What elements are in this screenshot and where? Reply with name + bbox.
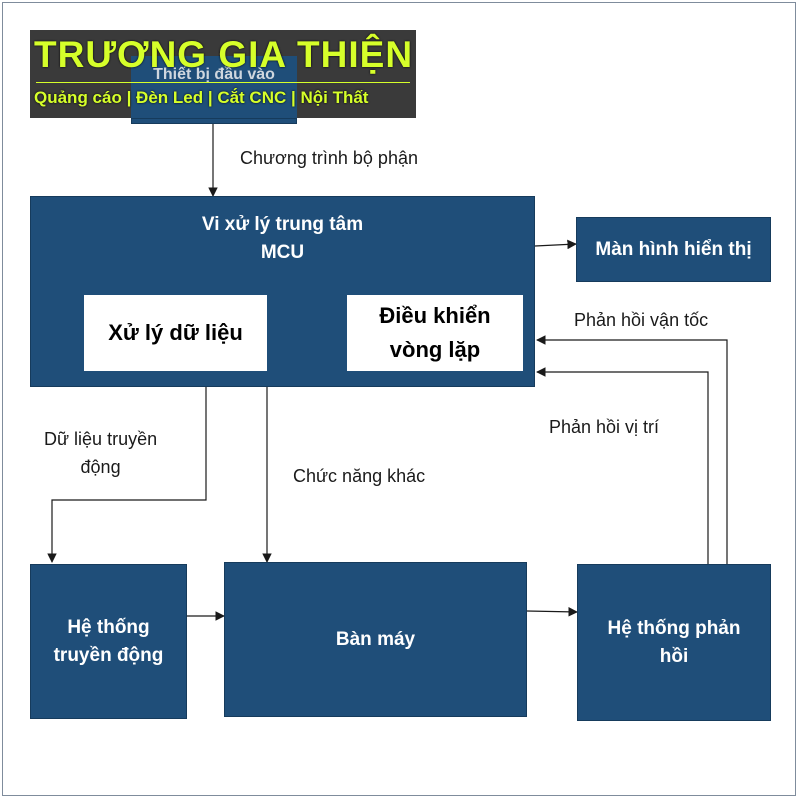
label-position-feedback: Phản hồi vị trí [549, 417, 660, 437]
mcu-subtitle: MCU [260, 242, 305, 263]
input-device-box-bottom [131, 118, 297, 124]
loop-control-box: Điều khiển vòng lặp [347, 295, 523, 371]
mcu-title: Vi xử lý trung tâm [201, 214, 364, 235]
label-speed-feedback: Phản hồi vận tốc [574, 310, 709, 330]
logo-title: TRƯƠNG GIA THIỆN [34, 34, 414, 75]
data-processing-box: Xử lý dữ liệu [84, 295, 267, 371]
machine-table-box: Bàn máy [224, 562, 527, 717]
display-box: Màn hình hiển thị [576, 217, 771, 282]
arrow-table-to-feedback [526, 607, 578, 617]
arrow-mcu-to-display [534, 239, 577, 250]
label-drive-data: Dữ liệu truyền động [44, 429, 158, 477]
input-device-box: Thiết bị đầu vào [131, 56, 297, 118]
arrow-position-feedback [536, 367, 709, 564]
logo-banner: Thiết bị đầu vào TRƯƠNG GIA THIỆN Quảng … [30, 30, 416, 118]
logo-divider [36, 82, 410, 83]
logo-subtitle: Quảng cáo | Đèn Led | Cắt CNC | Nội Thất [34, 88, 369, 107]
feedback-system-box: Hệ thống phản hồi [577, 564, 771, 721]
label-other-functions: Chức năng khác [293, 466, 426, 486]
label-program: Chương trình bộ phận [240, 148, 418, 168]
arrow-speed-feedback [536, 335, 728, 564]
drive-system-box: Hệ thống truyền động [30, 564, 187, 719]
mcu-box: Vi xử lý trung tâm MCU Xử lý dữ liệu Điề… [30, 196, 535, 387]
arrow-mcu-to-drive [47, 387, 207, 563]
